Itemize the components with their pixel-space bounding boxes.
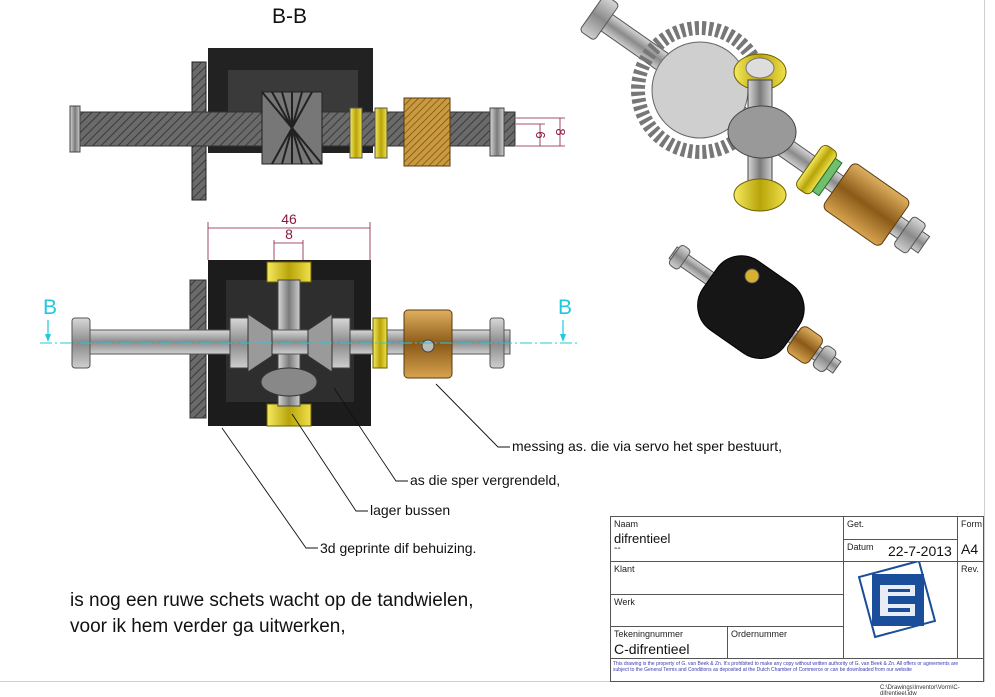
sheet-border-right [984, 0, 985, 682]
logo-letter-inner [888, 589, 910, 612]
naam-label: Naam [614, 519, 639, 529]
leader-messing [435, 383, 510, 448]
bushing-bottom [266, 403, 312, 427]
cell-rev: Rev. [957, 561, 984, 659]
iso2-body [697, 255, 805, 359]
tekeningnummer-label: Tekeningnummer [614, 629, 684, 639]
datum-value: 22-7-2013 [888, 543, 952, 559]
iso2-collar-left [668, 245, 691, 270]
sheet-border-bottom [0, 681, 985, 682]
bevel-teeth-section [261, 91, 323, 165]
cell-klant: Klant [610, 561, 844, 595]
brass-setscrew [421, 339, 435, 353]
cut-arrow-right-head [560, 334, 566, 342]
brass-sleeve-section [403, 97, 451, 167]
klant-label: Klant [614, 564, 635, 574]
leader-as [333, 387, 408, 482]
cell-logo [843, 561, 958, 659]
cell-disclaimer [610, 658, 984, 682]
disclaimer-text: This drawing is the property of G. van B… [613, 661, 959, 673]
form-label: Form [961, 519, 982, 529]
note-line-1: is nog een ruwe schets wacht op de tandw… [70, 590, 474, 611]
annotation-behuizing: 3d geprinte dif behuizing. [320, 540, 477, 556]
collar-section [489, 107, 505, 157]
bushing-yellow-section-2 [374, 107, 388, 159]
dim-text-8-vertical: 8 [553, 128, 568, 135]
cell-tekeningnummer: Tekeningnummer C-difrentieel [610, 626, 728, 659]
cut-label-left: B [43, 296, 57, 319]
front-view: 46 8 B B [40, 211, 580, 549]
cell-naam: Naam difrentieel -- [610, 516, 844, 562]
werk-label: Werk [614, 597, 635, 607]
note-line-2: voor ik hem verder ga uitwerken, [70, 616, 346, 637]
leader-behuizing [221, 427, 318, 549]
get-label: Get. [847, 519, 865, 529]
bevel-gear-bottom [260, 367, 318, 397]
leader-lager [291, 413, 368, 512]
cut-label-right: B [558, 296, 572, 319]
cell-get: Get. [843, 516, 958, 540]
dim-text-6: 6 [533, 131, 548, 138]
iso-center-block [727, 105, 797, 159]
naam-sub: -- [614, 543, 621, 554]
file-path-footer: C:\Drawings\Inventor\Vorm\C-difrentieel.… [880, 685, 960, 697]
cell-datum: Datum 22-7-2013 [843, 539, 958, 562]
tekeningnummer-value: C-difrentieel [614, 641, 690, 657]
title-block: Naam difrentieel -- Get. Datum 22-7-2013… [610, 516, 984, 682]
ordernummer-label: Ordernummer [731, 629, 788, 639]
datum-label: Datum [847, 542, 874, 552]
dim-text-8: 8 [285, 226, 293, 242]
iso2-hole [744, 268, 760, 284]
bushing-yellow-section-1 [349, 107, 363, 159]
cell-ordernummer: Ordernummer [727, 626, 844, 659]
shaft-end-left [69, 105, 81, 153]
iso-green-ring [811, 157, 843, 197]
drawing-canvas: 6 8 46 8 B B [40, 0, 937, 639]
iso-view-assembly [580, 0, 931, 254]
section-view-title: B-B [272, 5, 308, 28]
section-view: 6 8 [69, 48, 568, 201]
iso-collar-right [894, 216, 926, 254]
iso-brass [823, 163, 910, 246]
naam-value: difrentieel [614, 531, 671, 546]
annotation-as: as die sper vergrendeld, [410, 472, 561, 488]
annotation-messing: messing as. die via servo het sper bestu… [512, 438, 783, 454]
bushing-top [266, 261, 312, 283]
iso2-collar-right [812, 345, 837, 372]
cell-form: Form A4 [957, 516, 984, 562]
iso-view-housing [668, 245, 842, 374]
iso-top-bushing-core [745, 57, 775, 79]
cut-arrow-left-head [45, 334, 51, 342]
iso2-brass [786, 326, 823, 364]
annotation-lager: lager bussen [370, 502, 451, 518]
company-logo [857, 559, 937, 639]
dim-text-46: 46 [281, 211, 297, 227]
cell-werk: Werk [610, 594, 844, 627]
iso-collar-left [580, 0, 619, 40]
iso-bottom-bushing [733, 178, 787, 212]
rev-label: Rev. [961, 564, 979, 574]
form-value: A4 [961, 541, 979, 557]
